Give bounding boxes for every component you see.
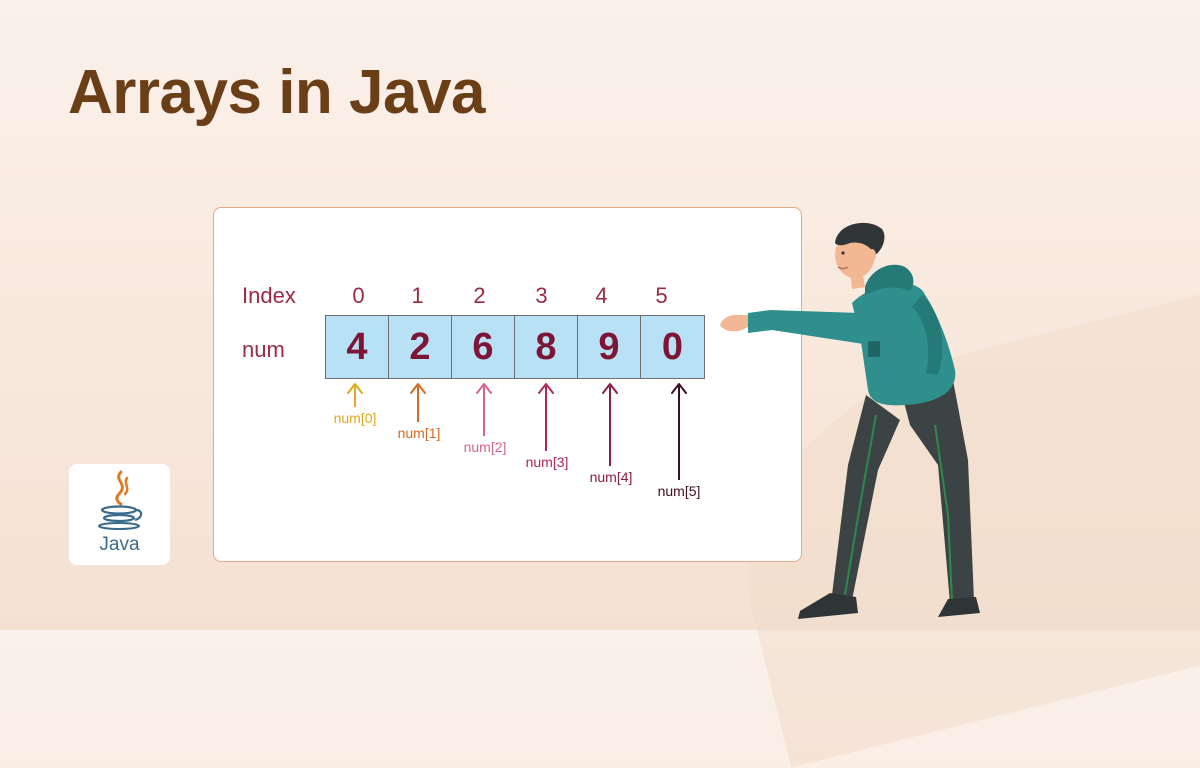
accessor-label: num[2] [463,439,507,455]
page-title: Arrays in Java [68,58,485,127]
array-cells: 4 2 6 8 9 0 [325,315,705,379]
accessor-label: num[3] [525,454,569,470]
array-name-label: num [242,337,285,362]
arrow-head [538,383,554,394]
index-number: 3 [535,283,548,308]
accessor-label: num[0] [333,410,377,426]
accessor-label: num[1] [397,425,441,441]
array-cell: 4 [326,316,389,378]
accessor-label: num[4] [589,469,633,485]
accessor-label: num[5] [657,483,701,499]
array-cell: 8 [515,316,578,378]
java-cup-icon [98,470,143,530]
index-number: 5 [655,283,668,308]
person-illustration [720,222,980,619]
array-cell: 2 [389,316,452,378]
index-row-label: Index [242,283,296,308]
arrow-head [476,383,492,394]
java-logo: Java [69,464,170,565]
java-wordmark: Java [99,534,140,555]
index-number: 0 [352,283,365,308]
index-number: 1 [411,283,424,308]
index-number: 2 [473,283,486,308]
array-cell: 9 [578,316,641,378]
arrow-head [671,383,687,394]
array-cell: 0 [641,316,704,378]
arrow-head [410,383,426,394]
array-cell: 6 [452,316,515,378]
arrow-head [602,383,618,394]
diagram-card [213,207,802,562]
index-arrows [347,383,687,480]
arrow-head [347,383,363,394]
index-number: 4 [595,283,608,308]
